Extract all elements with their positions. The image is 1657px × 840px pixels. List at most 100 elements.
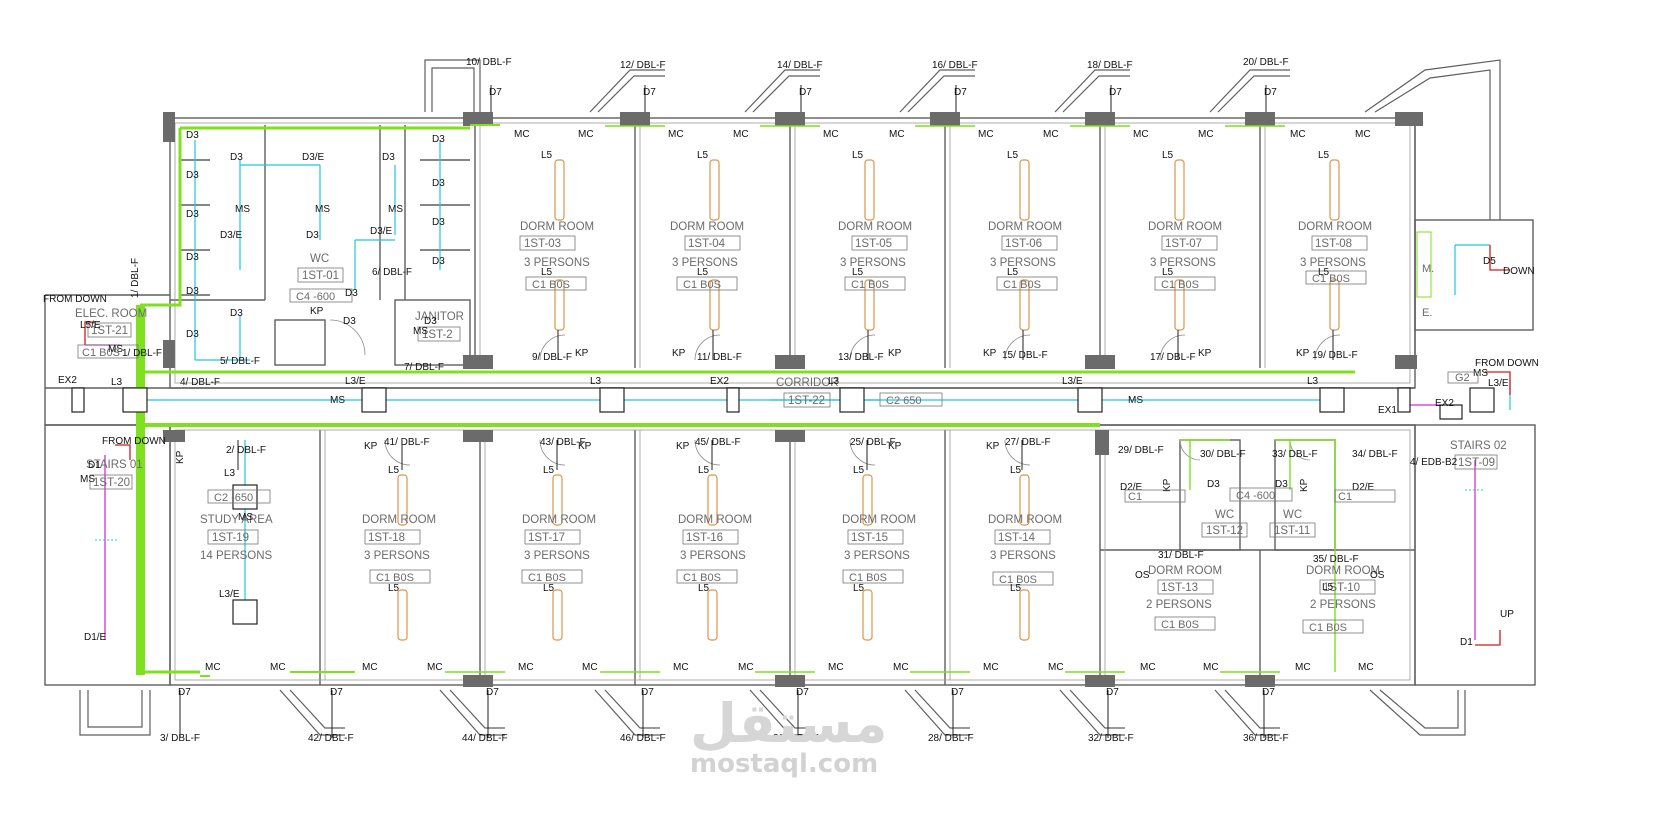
plan-label: L5 xyxy=(1007,267,1019,278)
plan-label: C2 -650 xyxy=(214,492,253,504)
plan-label: DORM ROOM xyxy=(670,221,744,233)
room-wc-12: WC 1ST-12 C4 -600 xyxy=(1201,487,1293,538)
plan-label: FROM DOWN xyxy=(1475,358,1539,369)
plan-label: OS xyxy=(1135,570,1150,581)
room-dorm-bot-6: DORM ROOM 1ST-13 2 PERSONS C1 B0S xyxy=(1146,565,1222,631)
plan-label: D7 xyxy=(330,687,343,698)
plan-label: D7 xyxy=(489,87,502,98)
plan-label: D3 xyxy=(186,209,199,220)
plan-label: D3/E xyxy=(370,226,393,237)
plan-label: MC xyxy=(983,662,999,673)
plan-label: L3 xyxy=(828,376,840,387)
plan-label: 3/ DBL-F xyxy=(160,733,200,744)
plan-label: STAIRS 02 xyxy=(1450,440,1507,452)
plan-label: L5 xyxy=(1010,583,1022,594)
plan-label: DORM ROOM xyxy=(988,221,1062,233)
plan-label: D7 xyxy=(796,687,809,698)
plan-label: 3 PERSONS xyxy=(1150,257,1216,269)
plan-label: D3 xyxy=(424,316,437,327)
plan-label: D3 xyxy=(186,252,199,263)
plan-label: D3 xyxy=(1275,479,1288,490)
plan-label: JANITOR xyxy=(415,311,464,323)
plan-label: 31/ DBL-F xyxy=(1158,550,1204,561)
plan-label: 1ST-01 xyxy=(302,270,339,282)
plan-label: MC xyxy=(582,662,598,673)
plan-label: C1 B0S xyxy=(82,347,120,359)
plan-label: L5 xyxy=(853,583,865,594)
plan-label: 2/ DBL-F xyxy=(226,445,266,456)
room-janitor: JANITOR 1ST-2 xyxy=(415,311,464,342)
plan-label: D3 xyxy=(186,329,199,340)
plan-label: 42/ DBL-F xyxy=(308,733,354,744)
plan-label: D7 xyxy=(1262,687,1275,698)
plan-label: 1ST-12 xyxy=(1206,525,1243,537)
room-dorm-bot-1: DORM ROOM 1ST-18 3 PERSONS C1 B0S xyxy=(362,514,436,584)
plan-label: D3 xyxy=(186,130,199,141)
room-stairs-01: STAIRS 01 1ST-20 xyxy=(86,459,143,490)
plan-label: 4/ EDB-B2 xyxy=(1410,457,1458,468)
plan-label: MC xyxy=(270,662,286,673)
plan-label: 4/ DBL-F xyxy=(180,377,220,388)
plan-label: MS xyxy=(238,512,253,523)
plan-label: MS xyxy=(413,326,428,337)
plan-label: 1ST-20 xyxy=(93,477,130,489)
room-dorm-top-4: DORM ROOM 1ST-06 3 PERSONS C1 B0S xyxy=(988,221,1062,291)
plan-label: KP xyxy=(986,441,1000,452)
plan-label: D2/E xyxy=(1352,482,1375,493)
plan-label: L3/E xyxy=(219,589,240,600)
plan-label: KP xyxy=(888,441,902,452)
plan-label: MS xyxy=(108,344,123,355)
plan-label: EX2 xyxy=(58,375,77,386)
plan-label: MC xyxy=(673,662,689,673)
plan-label: D7 xyxy=(951,687,964,698)
plan-label: L5 xyxy=(543,583,555,594)
plan-label: 10/ DBL-F xyxy=(466,57,512,68)
plan-label: 1ST-21 xyxy=(91,325,128,337)
plan-label: KP xyxy=(983,348,997,359)
plan-label: 1ST-19 xyxy=(212,532,249,544)
plan-label: C1 B0S xyxy=(849,572,887,584)
plan-label: L5/E xyxy=(80,320,101,331)
plan-label: L3/E xyxy=(1488,378,1509,389)
plan-label: 1ST-15 xyxy=(851,532,888,544)
plan-label: 41/ DBL-F xyxy=(384,437,430,448)
plan-label: DORM ROOM xyxy=(1298,221,1372,233)
plan-label: MS xyxy=(1473,368,1488,379)
plan-label: 29/ DBL-F xyxy=(1118,445,1164,456)
plan-label: 19/ DBL-F xyxy=(1312,350,1358,361)
plan-label: D3 xyxy=(432,178,445,189)
plan-label: 9/ DBL-F xyxy=(532,352,572,363)
room-elec: ELEC. ROOM 1ST-21 C1 B0S xyxy=(75,308,147,359)
plan-label: 7/ DBL-F xyxy=(404,362,444,373)
plan-label: D3 xyxy=(186,286,199,297)
plan-label: C4 -600 xyxy=(1236,490,1275,502)
plan-label: DORM ROOM xyxy=(1306,565,1380,577)
plan-label: MC xyxy=(1133,129,1149,140)
plan-label: MC xyxy=(1140,662,1156,673)
plan-label: 35/ DBL-F xyxy=(1313,554,1359,565)
plan-label: MS xyxy=(1128,395,1143,406)
plan-label: L3 xyxy=(1307,376,1319,387)
plan-label: MC xyxy=(823,129,839,140)
plan-label: D1 xyxy=(88,460,101,471)
room-dorm-top-1: DORM ROOM 1ST-03 3 PERSONS C1 B0S xyxy=(519,221,594,291)
plan-label: D3 xyxy=(186,170,199,181)
plan-label: MC xyxy=(668,129,684,140)
plan-label: KP xyxy=(1299,478,1310,492)
plan-label: C2 650 xyxy=(886,395,921,407)
plan-label: 16/ DBL-F xyxy=(932,60,978,71)
column-layer xyxy=(163,112,1423,687)
plan-label: 3 PERSONS xyxy=(672,257,738,269)
plan-label: 17/ DBL-F xyxy=(1150,352,1196,363)
plan-label: L5 xyxy=(697,150,709,161)
plan-label: MC xyxy=(1048,662,1064,673)
plan-label: 3 PERSONS xyxy=(844,550,910,562)
plan-label: 1ST-22 xyxy=(788,395,825,407)
plan-label: C1 xyxy=(1338,491,1352,503)
plan-label: CORRIDOR xyxy=(776,377,839,389)
plan-label: 33/ DBL-F xyxy=(1272,449,1318,460)
room-dorm-top-3: DORM ROOM 1ST-05 3 PERSONS C1 B0S xyxy=(838,221,912,291)
plan-label: 1ST-18 xyxy=(368,532,405,544)
plan-label: L3/E xyxy=(1062,376,1083,387)
plan-label: D1 xyxy=(1460,637,1473,648)
